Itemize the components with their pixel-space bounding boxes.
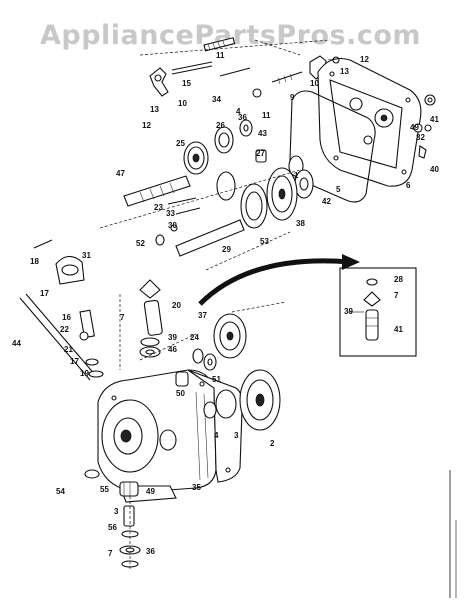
callout-12: 12 [360, 55, 369, 64]
watermark-text: AppliancePartsPros.com [40, 20, 421, 51]
callout-4: 4 [236, 107, 241, 116]
callout-18: 18 [30, 257, 39, 266]
callout-24: 24 [190, 333, 199, 342]
callout-10: 10 [178, 99, 187, 108]
callout-1: 1 [294, 171, 299, 180]
callout-19: 19 [80, 369, 89, 378]
callout-10: 10 [310, 79, 319, 88]
callout-49: 49 [146, 487, 155, 496]
callout-15: 15 [182, 79, 191, 88]
shift-lever-group [19, 239, 121, 381]
callout-47: 47 [116, 169, 125, 178]
callout-55: 55 [100, 485, 109, 494]
callout-43: 43 [258, 129, 267, 138]
callout-51: 51 [212, 375, 221, 384]
callout-26: 26 [216, 121, 225, 130]
callout-6: 6 [406, 181, 411, 190]
callout-28: 28 [394, 275, 403, 284]
callout-11: 11 [262, 111, 271, 120]
callout-27: 27 [256, 149, 265, 158]
callout-37: 37 [198, 311, 207, 320]
housing-cover [289, 56, 436, 203]
callout-2: 2 [270, 439, 275, 448]
callout-52: 52 [136, 239, 145, 248]
callout-44: 44 [12, 339, 21, 348]
callout-16: 16 [62, 313, 71, 322]
inset-box [339, 267, 417, 357]
callout-20: 20 [172, 301, 181, 310]
callout-21: 21 [64, 345, 73, 354]
callout-23: 23 [154, 203, 163, 212]
callout-12: 12 [142, 121, 151, 130]
callout-41: 41 [394, 325, 403, 334]
callout-35: 35 [192, 483, 201, 492]
callout-53: 53 [260, 237, 269, 246]
callout-50: 50 [176, 389, 185, 398]
callout-31: 31 [82, 251, 91, 260]
callout-36: 36 [238, 113, 247, 122]
callout-13: 13 [340, 67, 349, 76]
callout-41: 41 [430, 115, 439, 124]
callout-38: 38 [296, 219, 305, 228]
callout-39: 39 [168, 333, 177, 342]
upper-shaft-group [139, 37, 331, 98]
transmission-housing [84, 279, 287, 570]
gear-cluster [99, 119, 314, 271]
callout-13: 13 [150, 105, 159, 114]
callout-17: 17 [70, 357, 79, 366]
callout-17: 17 [40, 289, 49, 298]
callout-42: 42 [322, 197, 331, 206]
callout-9: 9 [290, 93, 295, 102]
callout-25: 25 [176, 139, 185, 148]
callout-5: 5 [336, 185, 341, 194]
callout-7: 7 [108, 549, 113, 558]
callout-32: 32 [416, 133, 425, 142]
callout-36: 36 [146, 547, 155, 556]
callout-3: 3 [114, 507, 119, 516]
callout-11: 11 [216, 51, 225, 60]
callout-46: 46 [168, 345, 177, 354]
callout-33: 33 [166, 209, 175, 218]
assembly-arrow-head [342, 254, 360, 270]
callout-54: 54 [56, 487, 65, 496]
callout-56: 56 [108, 523, 117, 532]
callout-30: 30 [168, 221, 177, 230]
callout-22: 22 [60, 325, 69, 334]
callout-39: 39 [344, 307, 353, 316]
callout-7: 7 [394, 291, 399, 300]
assembly-arrow [198, 258, 351, 306]
callout-3: 3 [234, 431, 239, 440]
callout-34: 34 [212, 95, 221, 104]
callout-4: 4 [214, 431, 219, 440]
callout-7: 7 [120, 313, 125, 322]
callout-49: 49 [410, 123, 419, 132]
callout-40: 40 [430, 165, 439, 174]
callout-29: 29 [222, 245, 231, 254]
